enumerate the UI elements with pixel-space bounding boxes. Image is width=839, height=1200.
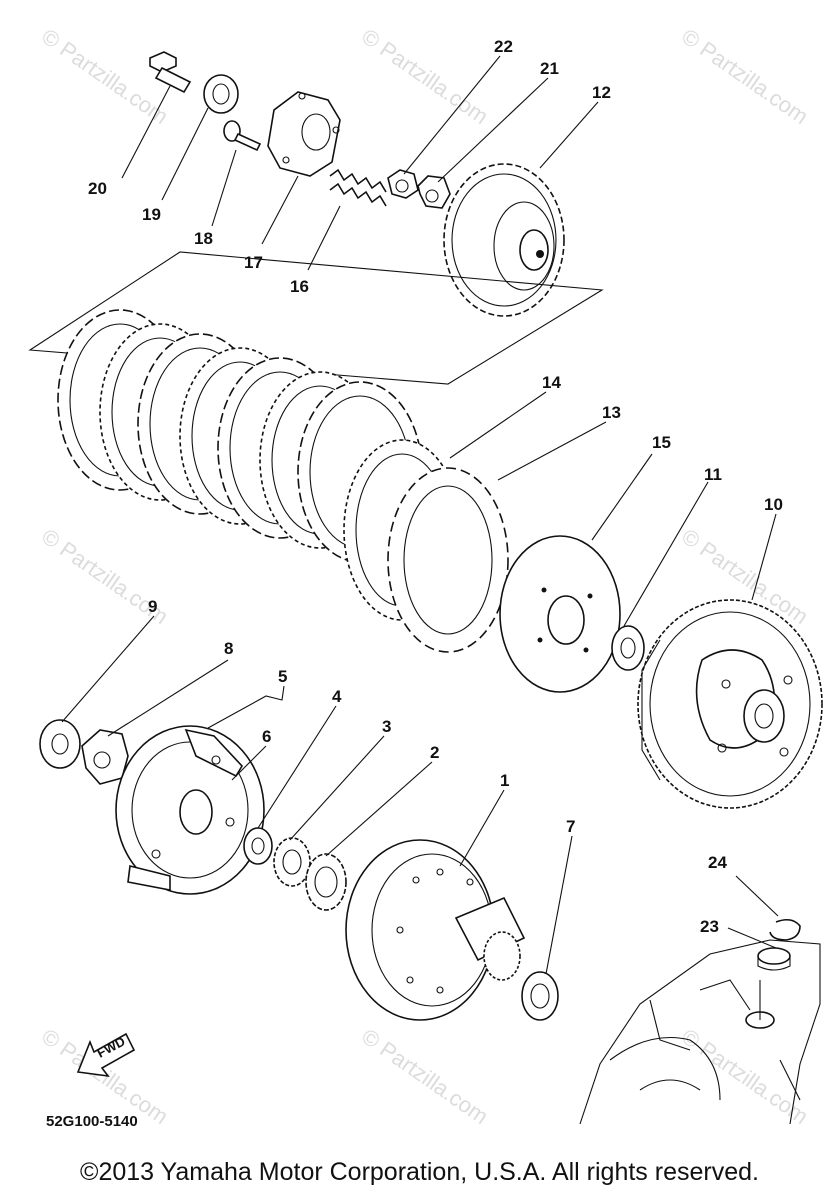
part-4-washer bbox=[243, 827, 273, 865]
callout-3: 3 bbox=[382, 717, 391, 736]
callout-21: 21 bbox=[540, 59, 559, 78]
part-3-one-way-clutch bbox=[273, 837, 311, 887]
diagram-code: 52G100-5140 bbox=[46, 1113, 138, 1130]
callout-9: 9 bbox=[148, 597, 157, 616]
callout-16: 16 bbox=[290, 277, 309, 296]
callout-labels: 20 19 18 17 16 22 21 12 14 13 15 11 10 9… bbox=[88, 37, 783, 936]
callout-18: 18 bbox=[194, 229, 213, 248]
callout-5: 5 bbox=[278, 667, 287, 686]
callout-15: 15 bbox=[652, 433, 671, 452]
callout-7: 7 bbox=[566, 817, 575, 836]
callout-10: 10 bbox=[764, 495, 783, 514]
crankcase-detail bbox=[579, 939, 821, 1125]
part-16-spring bbox=[329, 168, 387, 207]
part-18-screw bbox=[223, 120, 262, 152]
callout-24: 24 bbox=[708, 853, 727, 872]
callout-11: 11 bbox=[704, 465, 722, 484]
part-1-clutch-drum bbox=[345, 839, 526, 1021]
part-10-clutch-housing bbox=[637, 599, 823, 809]
part-2-bearing bbox=[305, 853, 347, 911]
callout-22: 22 bbox=[494, 37, 513, 56]
watermark: © Partzilla.com bbox=[677, 24, 813, 130]
part-12-drive-gear bbox=[443, 163, 565, 317]
watermark: © Partzilla.com bbox=[357, 1024, 493, 1130]
part-15-pressure-plate bbox=[499, 535, 621, 693]
part-11-washer bbox=[611, 625, 645, 671]
part-17-plate bbox=[267, 91, 341, 177]
callout-1: 1 bbox=[500, 771, 509, 790]
callout-13: 13 bbox=[602, 403, 621, 422]
part-7-washer bbox=[521, 971, 559, 1021]
part-19-bearing bbox=[203, 74, 239, 114]
part-20-bolt bbox=[149, 51, 192, 94]
callout-20: 20 bbox=[88, 179, 107, 198]
part-9-washer bbox=[39, 719, 81, 769]
callout-8: 8 bbox=[224, 639, 233, 658]
watermark: © Partzilla.com bbox=[677, 1024, 813, 1130]
callout-4: 4 bbox=[332, 687, 342, 706]
part-5-6-clutch-shoe bbox=[115, 725, 265, 895]
part-23-plug bbox=[757, 947, 791, 971]
watermark: © Partzilla.com bbox=[357, 24, 493, 130]
callout-17: 17 bbox=[244, 253, 263, 272]
watermark: © Partzilla.com bbox=[37, 24, 173, 130]
callout-14: 14 bbox=[542, 373, 561, 392]
copyright-notice: ©2013 Yamaha Motor Corporation, U.S.A. A… bbox=[80, 1158, 759, 1186]
part-24-circlip bbox=[769, 918, 801, 941]
callout-12: 12 bbox=[592, 83, 611, 102]
callout-6: 6 bbox=[262, 727, 271, 746]
callout-2: 2 bbox=[430, 743, 439, 762]
callout-23: 23 bbox=[700, 917, 719, 936]
callout-19: 19 bbox=[142, 205, 161, 224]
part-21-lock-washer bbox=[417, 175, 451, 209]
part-22-nut bbox=[387, 169, 419, 199]
part-13-friction-plate bbox=[387, 467, 509, 653]
leader-lines bbox=[61, 55, 779, 975]
part-8-lock-washer bbox=[81, 729, 129, 785]
